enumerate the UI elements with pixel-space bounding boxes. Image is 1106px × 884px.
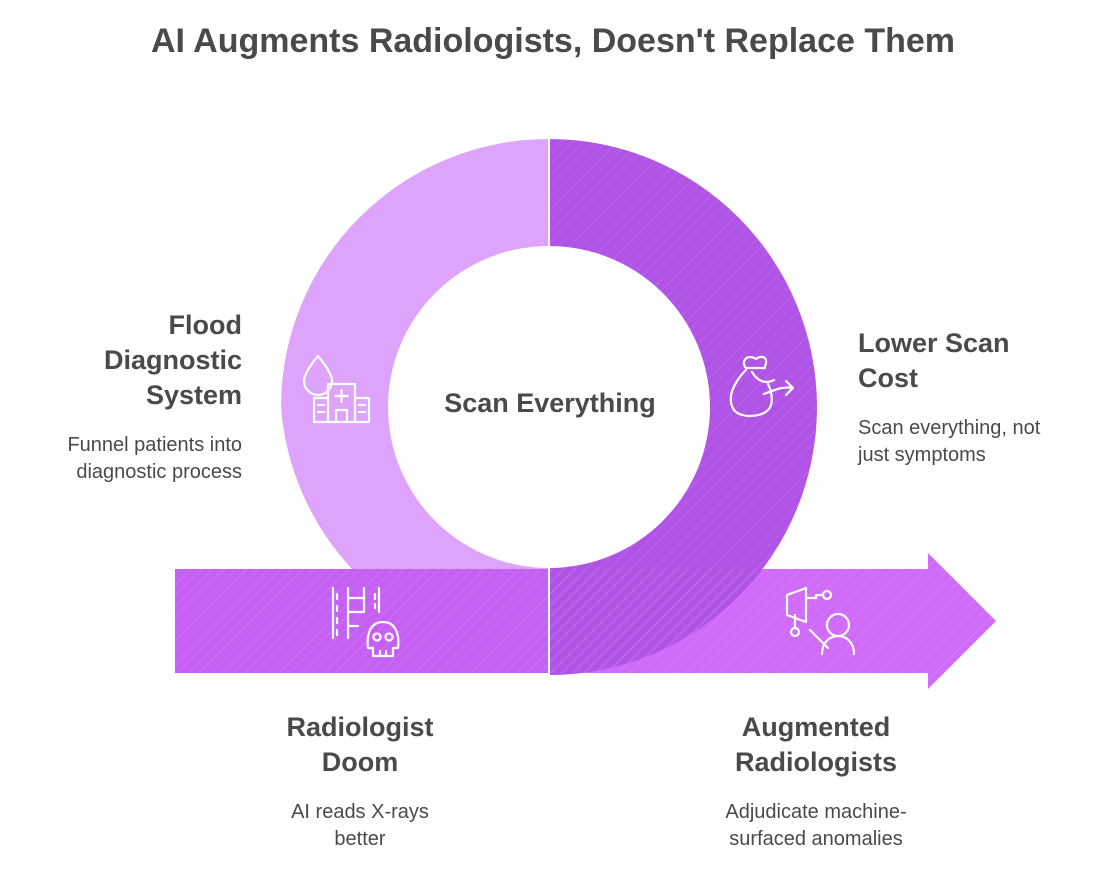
augmented-heading-line: Radiologists [734, 747, 897, 777]
augmented-heading: Augmented Radiologists [686, 710, 946, 780]
flood-desc-line: Funnel patients into [67, 434, 242, 456]
flood-desc-line: diagnostic process [76, 461, 242, 483]
center-label: Scan Everything [444, 388, 656, 418]
diagram-title: AI Augments Radiologists, Doesn't Replac… [150, 22, 956, 60]
person-scanner-icon [785, 586, 856, 656]
flood-heading-line: Diagnostic [103, 345, 242, 375]
lower-cost-heading-line: Lower Scan [858, 328, 1010, 358]
hospital-drop-icon [302, 354, 371, 424]
doom-heading-line: Radiologist [286, 712, 434, 742]
doom-heading: Radiologist Doom [240, 710, 480, 780]
augmented-desc-line: surfaced anomalies [729, 828, 903, 850]
film-skull-icon [331, 586, 400, 658]
augmented-desc-line: Adjudicate machine- [725, 801, 907, 823]
doom-desc-line: better [334, 828, 386, 850]
center-circle [389, 247, 709, 567]
money-bag-arrow-icon [729, 355, 795, 418]
lower-cost-desc-line: just symptoms [858, 444, 986, 466]
doom-heading-line: Doom [321, 747, 399, 777]
doom-description: AI reads X-rays better [240, 799, 480, 853]
lower-cost-heading-line: Cost [858, 363, 918, 393]
flood-heading: Flood Diagnostic System [40, 308, 242, 413]
flood-heading-line: System [145, 380, 242, 410]
flood-heading-line: Flood [168, 310, 242, 340]
lower-cost-heading: Lower Scan Cost [858, 326, 1078, 396]
augmented-heading-line: Augmented [741, 712, 891, 742]
augmented-description: Adjudicate machine- surfaced anomalies [686, 799, 946, 853]
flood-description: Funnel patients into diagnostic process [30, 432, 242, 486]
lower-cost-description: Scan everything, not just symptoms [858, 415, 1088, 469]
ring-segment-flood [281, 139, 549, 569]
lower-cost-desc-line: Scan everything, not [858, 417, 1041, 439]
doom-desc-line: AI reads X-rays [291, 801, 429, 823]
